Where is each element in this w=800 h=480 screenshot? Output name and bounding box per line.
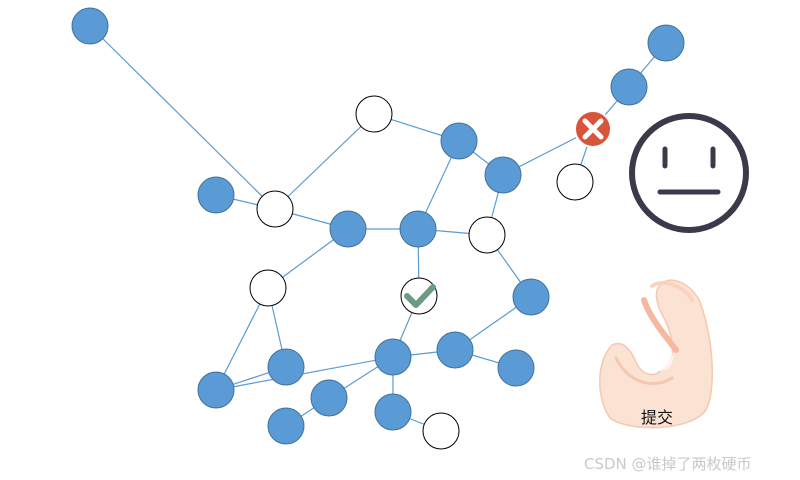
graph-node-filled[interactable] — [399, 210, 437, 248]
graph-node-filled[interactable] — [436, 331, 474, 369]
graph-edge — [89, 25, 276, 210]
graph-node-filled[interactable] — [610, 68, 648, 106]
nodes-layer — [71, 7, 685, 450]
graph-node-filled[interactable] — [440, 122, 478, 160]
submit-label[interactable]: 提交 — [641, 408, 674, 427]
graph-node-filled[interactable] — [374, 393, 412, 431]
graph-node-empty[interactable] — [355, 95, 393, 133]
graph-node-filled[interactable] — [497, 349, 535, 387]
graph-node-filled[interactable] — [267, 407, 305, 445]
graph-node-filled[interactable] — [329, 210, 367, 248]
graph-edge — [274, 113, 375, 210]
graph-node-filled[interactable] — [71, 7, 109, 45]
edges-layer — [89, 25, 667, 432]
graph-node-filled[interactable] — [197, 176, 235, 214]
graph-node-check[interactable] — [400, 277, 438, 315]
neutral-face-icon — [629, 113, 749, 233]
graph-node-empty[interactable] — [249, 269, 287, 307]
ok-hand-icon — [599, 279, 713, 429]
graph-edge — [215, 356, 394, 391]
check-icon — [404, 284, 436, 308]
graph-node-filled[interactable] — [374, 338, 412, 376]
watermark-text: CSDN @谁掉了两枚硬币 — [584, 455, 752, 473]
graph-node-empty[interactable] — [422, 412, 460, 450]
graph-node-filled[interactable] — [647, 24, 685, 62]
graph-node-error[interactable] — [574, 110, 612, 148]
graph-node-empty[interactable] — [256, 190, 294, 228]
graph-node-filled[interactable] — [310, 379, 348, 417]
graph-node-filled[interactable] — [197, 371, 235, 409]
graph-node-filled[interactable] — [267, 348, 305, 386]
graph-node-empty[interactable] — [468, 216, 506, 254]
error-x-icon — [582, 118, 604, 140]
graph-node-filled[interactable] — [512, 278, 550, 316]
graph-node-filled[interactable] — [484, 156, 522, 194]
graph-edge — [215, 287, 269, 391]
graph-node-empty[interactable] — [556, 163, 594, 201]
submit-button[interactable] — [599, 279, 713, 429]
